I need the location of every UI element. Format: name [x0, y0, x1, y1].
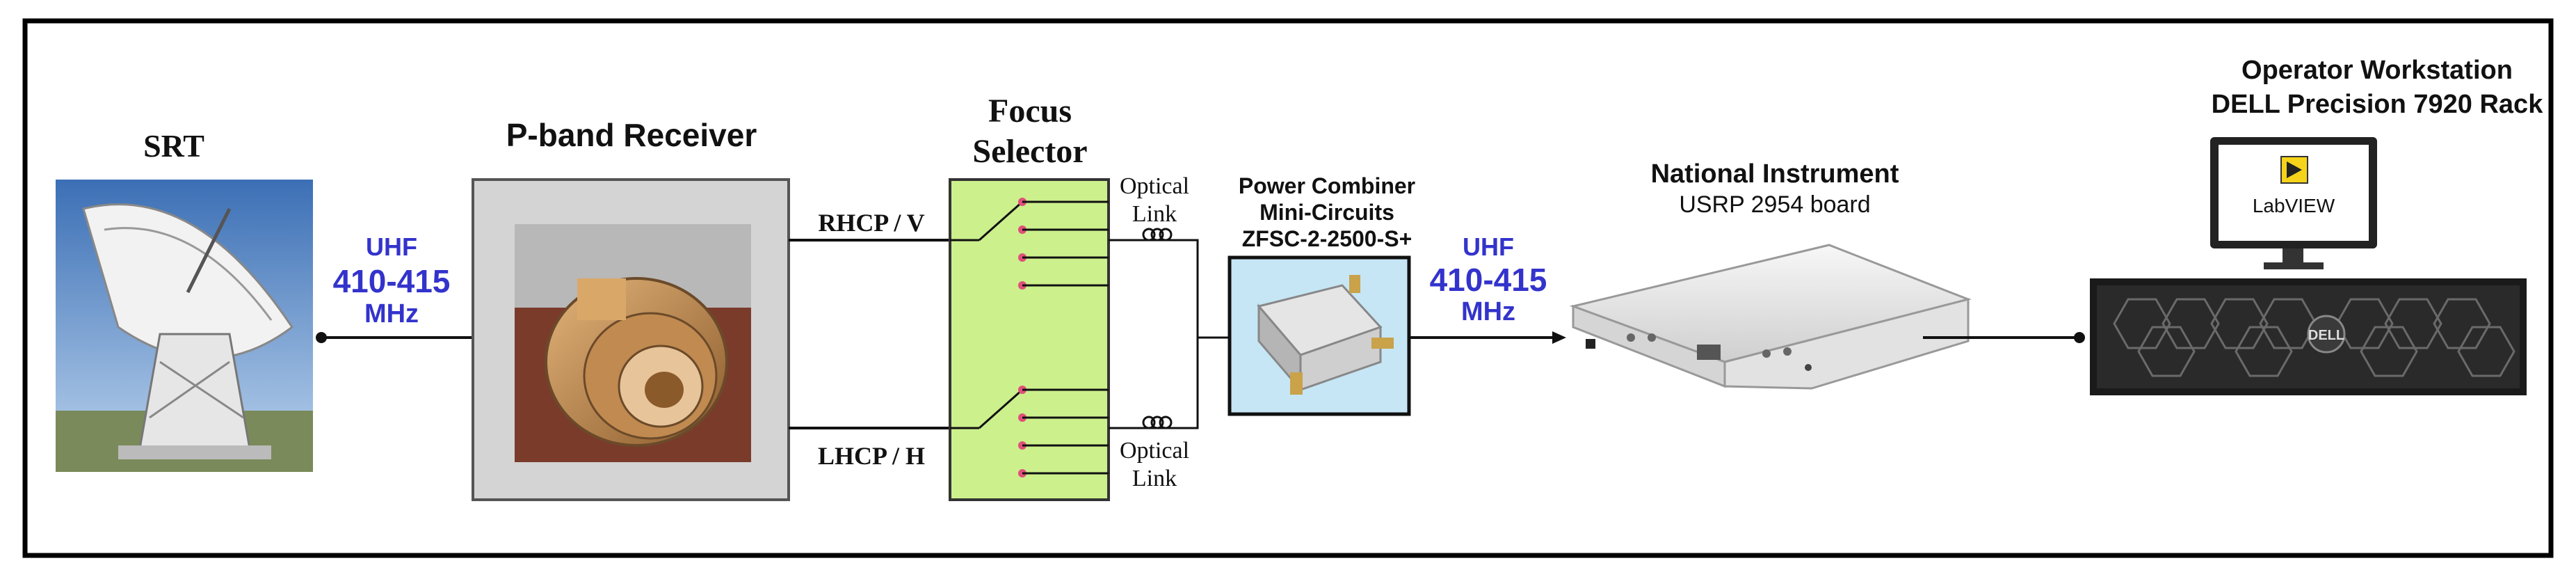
combiner-line2: Mini-Circuits [1259, 200, 1394, 225]
srt-link-endpoint [316, 332, 327, 343]
optical-merge-bracket [1177, 239, 1199, 429]
optical-bottom-line2: Link [1132, 466, 1177, 491]
workstation-link-endpoint [2074, 332, 2085, 343]
uhf-right-range: 410-415 [1430, 262, 1547, 298]
focus-selector-switch-top [950, 198, 1109, 290]
uhf-left-unit: MHz [364, 299, 419, 329]
srt-title: SRT [143, 128, 204, 164]
focus-selector-title-1: Focus [988, 93, 1072, 129]
focus-selector-title-2: Selector [972, 133, 1087, 170]
srt-antenna-photo [56, 180, 313, 472]
combiner-line1: Power Combiner [1239, 173, 1415, 198]
focus-selector-switch-bottom [950, 386, 1109, 477]
uhf-right-unit: MHz [1461, 297, 1515, 326]
rack-server: DELL [2090, 278, 2527, 395]
uhf-left-band: UHF [366, 232, 417, 261]
workstation-line2: DELL Precision 7920 Rack [2212, 90, 2544, 119]
receiver-title: P-band Receiver [506, 117, 757, 153]
rhcp-label: RHCP / V [818, 209, 924, 237]
optical-coil-top-icon [1142, 228, 1173, 242]
labview-label: LabVIEW [2253, 195, 2335, 216]
usrp-line1: National Instrument [1651, 159, 1899, 189]
uhf-right-band: UHF [1463, 232, 1514, 261]
labview-logo-icon [2280, 156, 2308, 184]
monitor: LabVIEW [2210, 137, 2377, 269]
optical-top-line1: Optical [1120, 173, 1189, 199]
combiner-line3: ZFSC-2-2500-S+ [1242, 226, 1412, 251]
usrp-line2: USRP 2954 board [1679, 191, 1870, 218]
optical-coil-bottom-icon [1142, 416, 1173, 429]
focus-selector-box [949, 178, 1110, 501]
dell-brand-label: DELL [2308, 328, 2344, 343]
arrowhead-icon [1552, 331, 1566, 344]
optical-top-line2: Link [1132, 201, 1177, 227]
uhf-left-range: 410-415 [333, 263, 451, 299]
usrp-device-photo [1569, 244, 1972, 390]
combiner-device-photo [1257, 275, 1394, 395]
lhcp-label: LHCP / H [818, 442, 925, 470]
workstation-line1: Operator Workstation [2241, 56, 2513, 85]
optical-bottom-line1: Optical [1120, 438, 1189, 464]
receiver-feed-photo [515, 224, 751, 462]
